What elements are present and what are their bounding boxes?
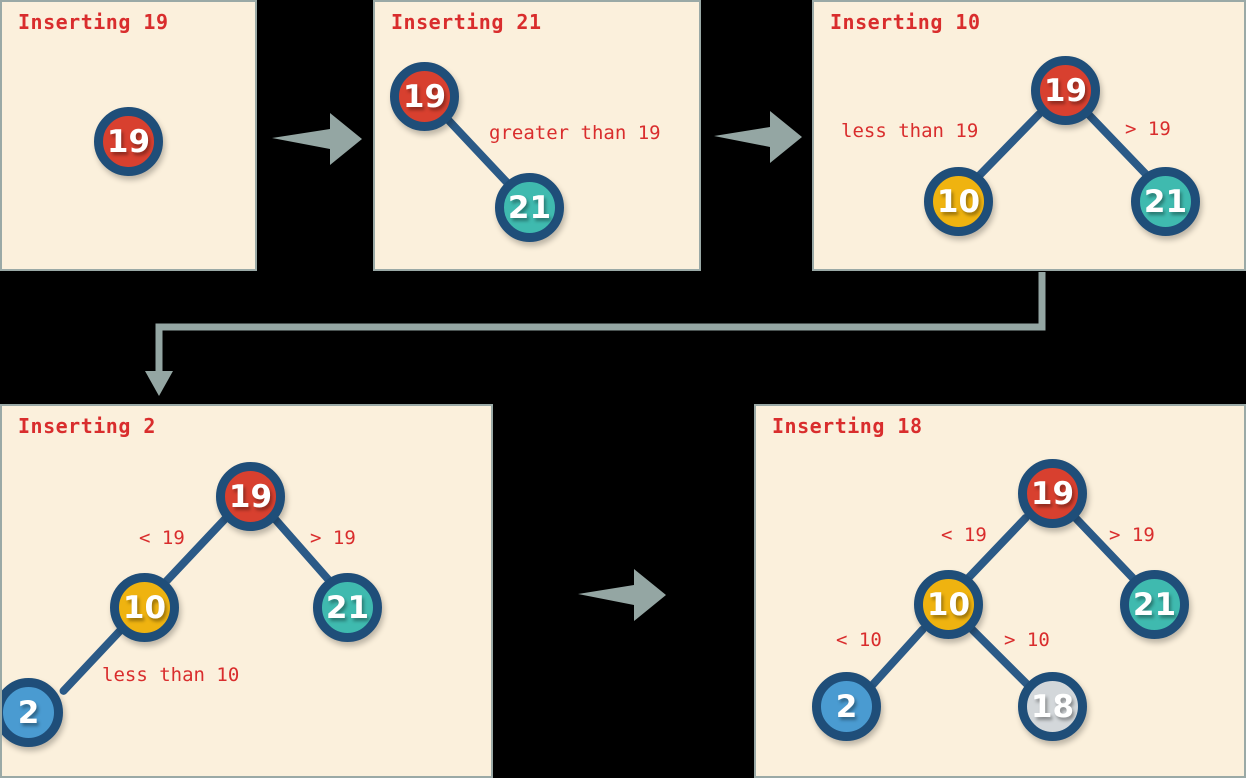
node-value: 18 [1030, 688, 1075, 725]
edge-label-greater-than-19: > 19 [310, 527, 356, 549]
node-value: 19 [1043, 72, 1088, 109]
panel-title: Inserting 2 [18, 414, 156, 438]
tree-node-19: 19 [390, 62, 459, 131]
panel-insert-2: Inserting 2 19 10 21 2 < 19 > 19 less th… [0, 404, 493, 778]
edge-label-greater-than-19: greater than 19 [489, 122, 661, 144]
tree-node-21: 21 [495, 173, 564, 242]
edge-label-less-than-19: < 19 [139, 527, 185, 549]
flow-arrow-2-to-3 [714, 111, 802, 163]
edge-label-greater-than-19: > 19 [1125, 118, 1171, 140]
tree-node-21: 21 [313, 573, 382, 642]
node-value: 2 [835, 688, 858, 725]
tree-edges [863, 513, 1139, 695]
flow-connector-3-to-4 [145, 272, 1046, 396]
flow-arrow-4-to-5 [578, 569, 666, 621]
node-value: 19 [228, 478, 273, 515]
panel-insert-19: Inserting 19 19 [0, 0, 257, 271]
tree-node-2: 2 [812, 672, 881, 741]
tree-node-10: 10 [110, 573, 179, 642]
edge-label-less-than-19: less than 19 [841, 120, 979, 142]
tree-node-2: 2 [2, 678, 63, 747]
tree-node-18: 18 [1018, 672, 1087, 741]
flow-arrow-1-to-2 [272, 113, 362, 165]
node-value: 19 [402, 78, 447, 115]
panel-title: Inserting 21 [391, 10, 542, 34]
tree-edges [971, 110, 1155, 184]
panel-insert-18: Inserting 18 19 10 21 2 18 < 19 > 19 < 1… [754, 404, 1246, 778]
panel-title: Inserting 19 [18, 10, 169, 34]
tree-node-19: 19 [1031, 56, 1100, 125]
panel-insert-21: Inserting 21 19 21 greater than 19 [373, 0, 701, 271]
tree-edges [59, 514, 337, 695]
panel-title: Inserting 10 [830, 10, 981, 34]
edge-label-less-than-19: < 19 [941, 524, 987, 546]
edge-label-less-than-10: < 10 [836, 629, 882, 651]
node-value: 21 [325, 589, 370, 626]
node-value: 10 [122, 589, 167, 626]
node-value: 21 [1132, 586, 1177, 623]
panel-insert-10: Inserting 10 19 10 21 less than 19 > 19 [812, 0, 1246, 271]
node-value: 21 [1143, 183, 1188, 220]
node-value: 10 [936, 183, 981, 220]
edge-label-greater-than-19: > 19 [1109, 524, 1155, 546]
edge-label-less-than-10: less than 10 [102, 664, 240, 686]
tree-node-21: 21 [1131, 167, 1200, 236]
node-value: 21 [507, 189, 552, 226]
node-value: 19 [1030, 475, 1075, 512]
node-value: 19 [106, 123, 151, 160]
node-value: 10 [926, 586, 971, 623]
panel-title: Inserting 18 [772, 414, 923, 438]
tree-node-21: 21 [1120, 570, 1189, 639]
tree-node-19: 19 [216, 462, 285, 531]
edge-label-greater-than-10: > 10 [1004, 629, 1050, 651]
tree-node-10: 10 [924, 167, 993, 236]
tree-node-10: 10 [914, 570, 983, 639]
tree-node-19: 19 [94, 107, 163, 176]
node-value: 2 [17, 694, 40, 731]
tree-node-19: 19 [1018, 459, 1087, 528]
